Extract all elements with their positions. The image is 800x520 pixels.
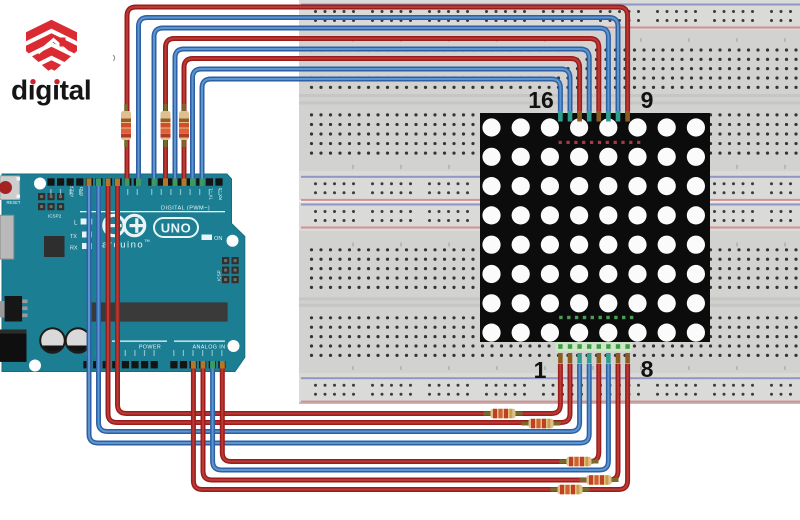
svg-text:dıgıtal: dıgıtal bbox=[11, 75, 91, 106]
svg-text:POWER: POWER bbox=[139, 345, 161, 351]
svg-text:arduino: arduino bbox=[102, 240, 144, 251]
svg-text:™: ™ bbox=[144, 239, 150, 246]
svg-text:DIGITAL (PWM~): DIGITAL (PWM~) bbox=[161, 206, 210, 212]
svg-text:ANALOG IN: ANALOG IN bbox=[193, 345, 226, 351]
svg-text:L: L bbox=[74, 221, 78, 227]
svg-text:ON: ON bbox=[214, 236, 222, 242]
svg-text:8: 8 bbox=[641, 356, 654, 382]
svg-text:RX→0: RX→0 bbox=[218, 187, 223, 200]
svg-text:TX→1: TX→1 bbox=[209, 187, 214, 200]
svg-text:UNO: UNO bbox=[161, 221, 191, 236]
svg-text:TX: TX bbox=[70, 234, 77, 240]
svg-text:ICSP2: ICSP2 bbox=[48, 214, 62, 219]
svg-text:RESET: RESET bbox=[7, 200, 21, 205]
svg-text:GND: GND bbox=[79, 187, 84, 196]
svg-text:16: 16 bbox=[528, 87, 554, 113]
svg-text:1: 1 bbox=[534, 357, 547, 383]
svg-text:RX: RX bbox=[70, 246, 78, 252]
svg-text:9: 9 bbox=[641, 87, 654, 113]
svg-text:ICSP: ICSP bbox=[217, 270, 222, 281]
svg-text:AREF: AREF bbox=[70, 185, 75, 197]
